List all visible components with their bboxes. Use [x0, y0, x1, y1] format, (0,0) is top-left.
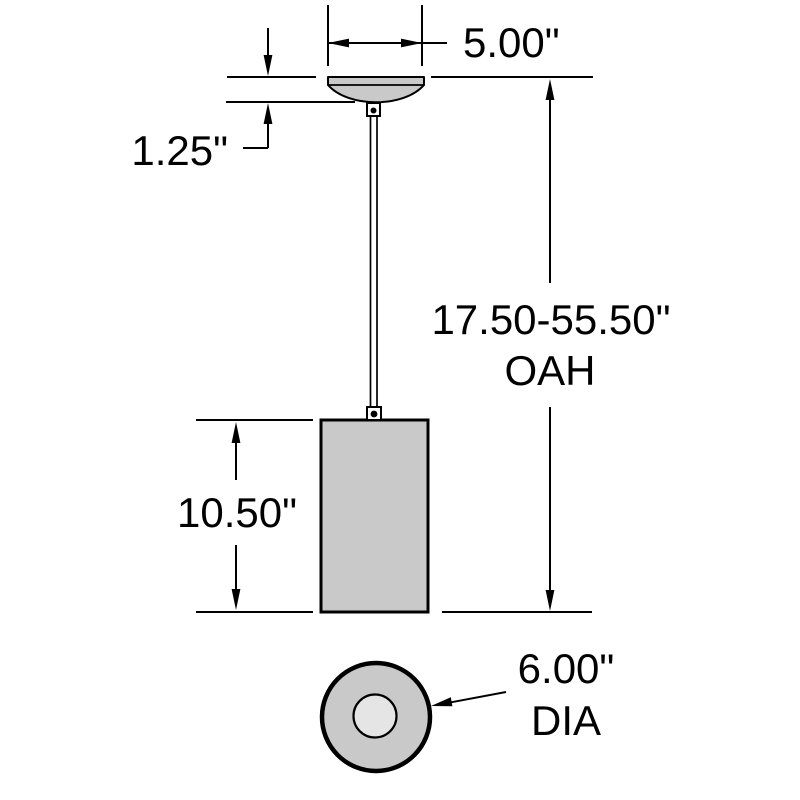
canopy-body [327, 76, 425, 104]
socket-circle [352, 693, 398, 739]
arrowhead-down [231, 589, 241, 610]
dim-overall-height: 17.50-55.50" OAH [431, 79, 671, 611]
reference-lines [196, 76, 593, 613]
diameter-unit-label: DIA [531, 697, 601, 744]
shade-fitting-screw [370, 410, 378, 418]
dim-canopy-width: 5.00" [327, 5, 560, 66]
dim-canopy-drop: 1.25" [131, 28, 273, 174]
canopy [327, 76, 425, 117]
bottom-view [319, 660, 433, 774]
dim-shade-height: 10.50" [177, 422, 297, 610]
shade-body [319, 418, 430, 614]
canopy-drop-label: 1.25" [131, 127, 228, 174]
arrowhead-down [263, 55, 273, 76]
arrowhead-up [545, 79, 555, 100]
stem-rod [369, 113, 378, 410]
shade-height-label: 10.50" [177, 489, 297, 536]
canopy-fitting-screw [370, 107, 377, 114]
arrowhead-up [263, 103, 273, 124]
arrowhead-left [328, 38, 349, 48]
arrowhead-down [545, 590, 555, 611]
dim-diameter: 6.00" DIA [431, 645, 614, 744]
overall-height-label: 17.50-55.50" [431, 296, 670, 343]
diameter-label: 6.00" [518, 645, 615, 692]
leader-line [448, 691, 507, 704]
overall-height-unit-label: OAH [504, 347, 595, 394]
arrowhead-left [431, 697, 453, 707]
canopy-width-label: 5.00" [463, 19, 560, 66]
arrowhead-right [401, 38, 422, 48]
arrowhead-up [231, 422, 241, 443]
